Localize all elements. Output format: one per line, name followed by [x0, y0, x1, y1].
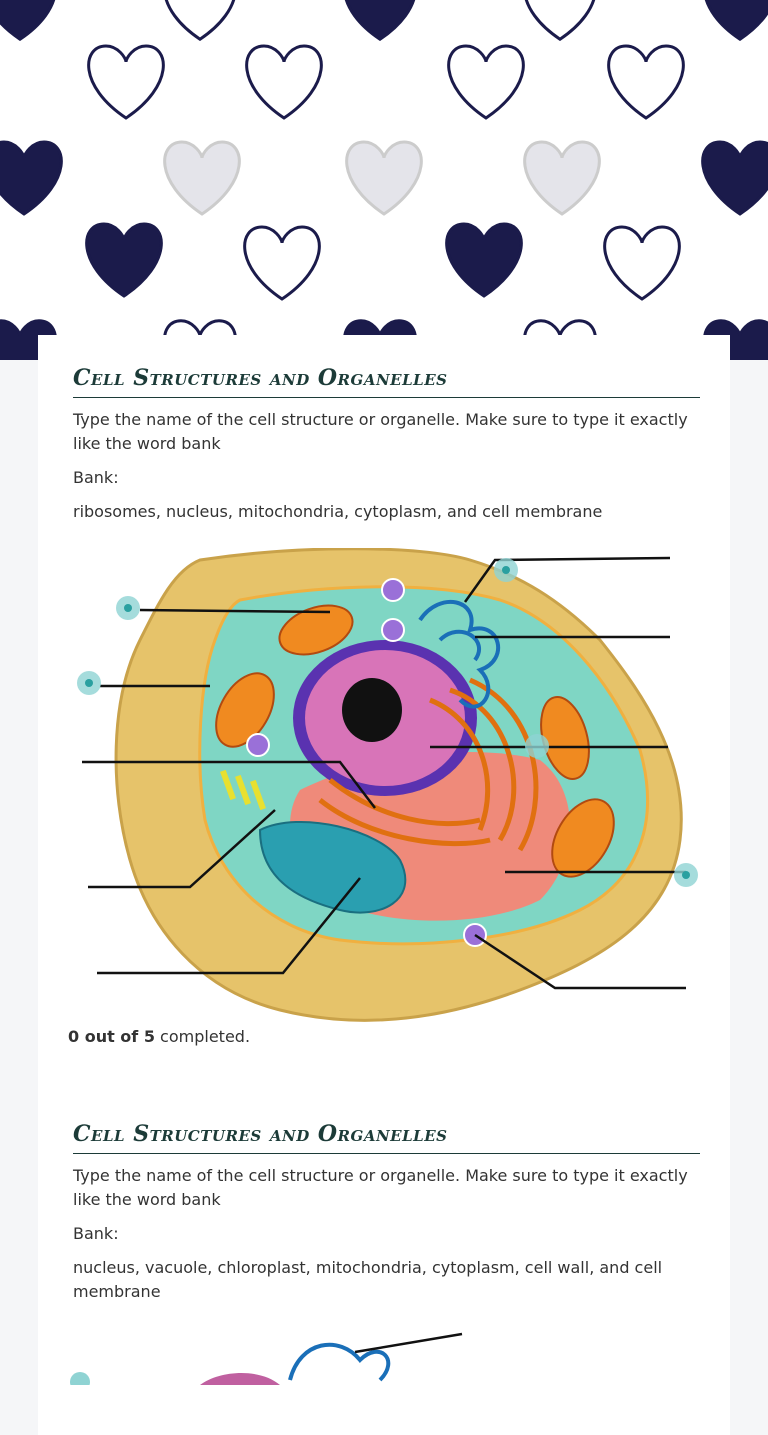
completed-suffix: completed.	[154, 1027, 251, 1046]
completion-status: 0 out of 5 completed.	[68, 1027, 250, 1046]
heart-icon	[445, 222, 523, 298]
completed-count: 0 out of 5	[68, 1027, 155, 1046]
activity-card: Cell Structures and Organelles Type the …	[38, 335, 730, 1435]
section-1: Cell Structures and Organelles Type the …	[73, 365, 700, 524]
heart-icon	[345, 140, 423, 216]
heart-icon	[603, 225, 681, 301]
heart-icon	[701, 140, 768, 216]
heart-icon	[524, 0, 596, 42]
hotspot-1[interactable]	[70, 1372, 90, 1385]
heart-icon	[607, 44, 685, 120]
heart-icon	[0, 0, 56, 42]
section-title: Cell Structures and Organelles	[73, 365, 700, 398]
bank-words: nucleus, vacuole, chloroplast, mitochond…	[73, 1258, 663, 1301]
heart-icon	[245, 44, 323, 120]
plant-cell-diagram	[70, 1332, 463, 1385]
heart-icon	[87, 44, 165, 120]
bank-label: Bank:	[73, 468, 119, 487]
heart-icon	[0, 140, 63, 216]
heart-icon	[164, 0, 236, 42]
hotspot-4[interactable]	[525, 734, 549, 758]
section-2: Cell Structures and Organelles Type the …	[73, 1121, 700, 1304]
heart-icon	[344, 0, 416, 42]
animal-cell-diagram	[77, 548, 698, 1022]
heart-icon	[243, 225, 321, 301]
heart-icon	[447, 44, 525, 120]
heart-icon	[523, 140, 601, 216]
bank-label: Bank:	[73, 1224, 119, 1243]
heart-icon	[163, 140, 241, 216]
header-heart-pattern	[0, 0, 768, 360]
heart-icon	[85, 222, 163, 298]
heart-pattern	[0, 0, 768, 360]
bank-words: ribosomes, nucleus, mitochondria, cytopl…	[73, 502, 603, 521]
section-title: Cell Structures and Organelles	[73, 1121, 700, 1154]
instructions: Type the name of the cell structure or o…	[73, 1166, 688, 1209]
heart-icon	[704, 0, 768, 42]
instructions: Type the name of the cell structure or o…	[73, 410, 688, 453]
